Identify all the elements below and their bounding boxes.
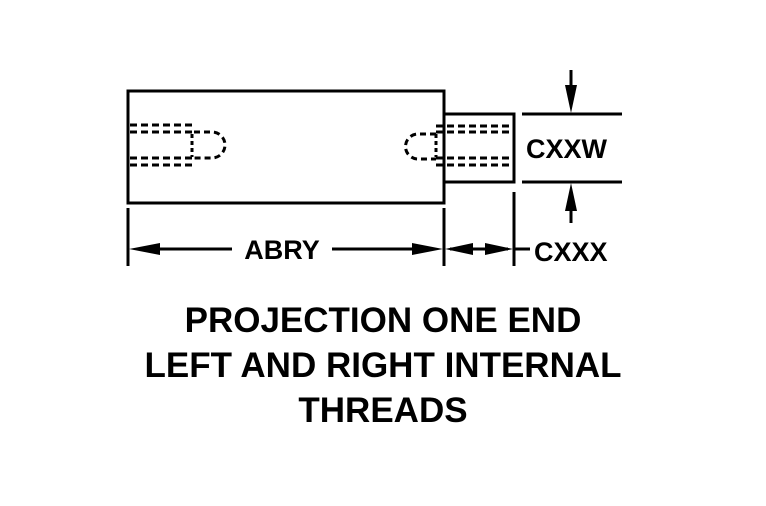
arrowhead-left	[129, 243, 160, 255]
arrowhead-top	[565, 85, 577, 113]
main-body-outline	[126, 89, 446, 205]
right-drill-point	[404, 132, 436, 161]
arrowhead-proj-left	[445, 243, 473, 255]
overall-length-dimension	[126, 208, 446, 266]
diagram-caption: PROJECTION ONE END LEFT AND RIGHT INTERN…	[0, 298, 766, 433]
projection-length-label: CXXX	[534, 237, 608, 267]
left-drill-point	[194, 130, 227, 160]
projection-outline	[444, 112, 516, 184]
projection-diameter-label: CXXW	[526, 134, 608, 164]
overall-length-label: ABRY	[244, 235, 320, 265]
right-internal-thread	[404, 124, 512, 167]
arrowhead-bottom	[565, 183, 577, 211]
arrowhead-proj-right	[485, 243, 513, 255]
caption-line-3: THREADS	[298, 391, 468, 430]
caption-line-1: PROJECTION ONE END	[184, 301, 582, 340]
arrowhead-right	[412, 243, 443, 255]
projection-diameter-dimension	[522, 70, 622, 223]
projection-length-dimension	[445, 192, 530, 266]
left-internal-thread	[130, 123, 227, 167]
caption-line-2: LEFT AND RIGHT INTERNAL	[144, 346, 622, 385]
